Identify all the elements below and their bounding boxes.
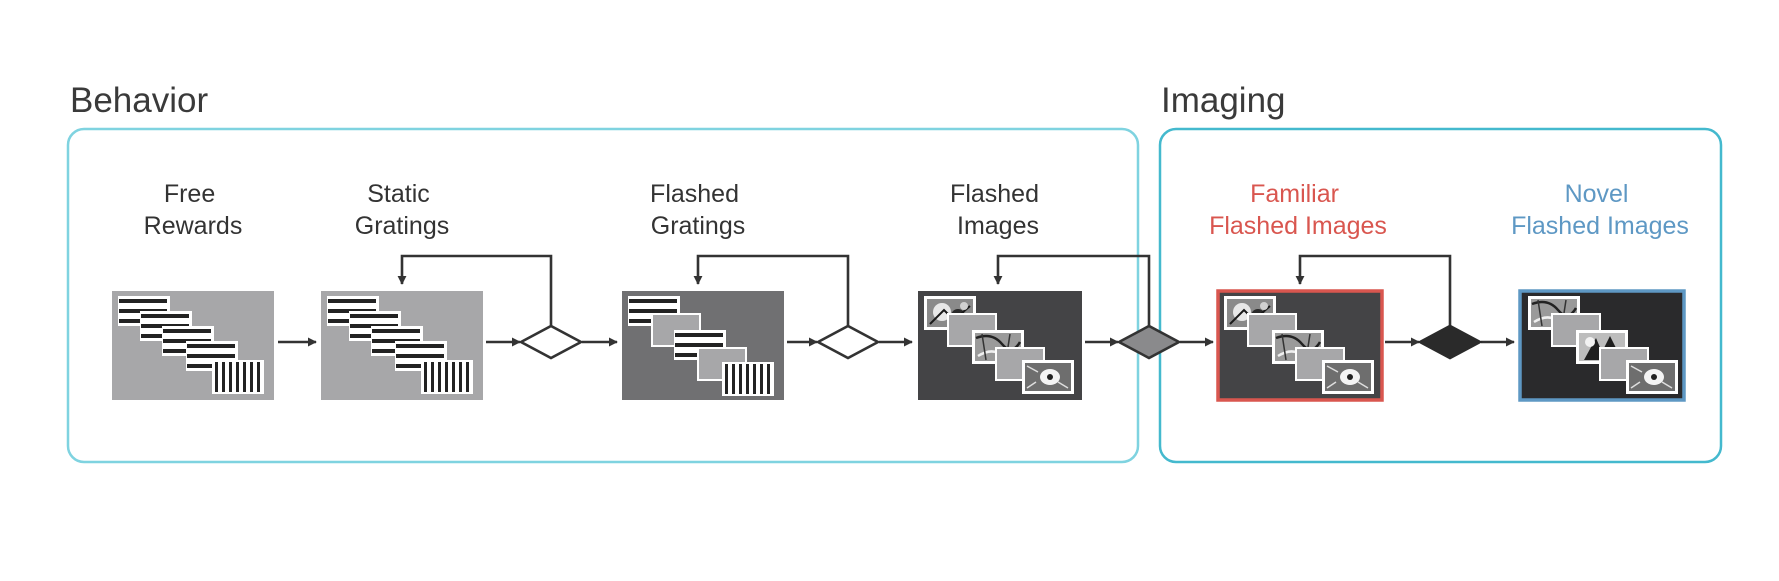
stage-flashed-gratings-panel [622,291,784,400]
stage-static-gratings-label: Static Gratings [355,180,449,240]
feedback-loop-arrow [397,254,553,326]
imaging-section-frame [1158,127,1723,464]
vertical-grating-icon [421,360,473,394]
decision-diamond-icon [815,324,881,360]
stage-free-rewards-panel [112,291,274,400]
behavior-section-frame [66,127,1140,464]
decision-diamond-icon [518,324,584,360]
stage-novel-flashed-images-label: Novel Flashed Images [1511,180,1689,240]
natural-image-icon [1021,359,1075,395]
feedback-loop-arrow [693,254,850,326]
stage-flashed-images-panel [918,291,1082,400]
imaging-section-title: Imaging [1161,81,1286,120]
stage-familiar-flashed-images-label: Familiar Flashed Images [1209,180,1387,240]
stage-flashed-images-label: Flashed Images [950,180,1046,240]
behavior-section-title: Behavior [70,81,208,120]
feedback-loop-arrow [993,254,1151,326]
vertical-grating-icon [212,360,264,394]
stage-novel-flashed-images-panel [1518,289,1686,402]
stage-free-rewards-label: Free Rewards [144,180,243,240]
stage-familiar-flashed-images-panel [1216,289,1384,402]
natural-image-icon [1321,359,1375,395]
stage-static-gratings-panel [321,291,483,400]
stage-flashed-gratings-label: Flashed Gratings [650,180,746,240]
natural-image-icon [1625,359,1679,395]
decision-diamond-icon [1116,324,1182,360]
vertical-grating-icon [722,362,774,396]
decision-diamond-icon [1417,324,1483,360]
feedback-loop-arrow [1295,254,1452,326]
